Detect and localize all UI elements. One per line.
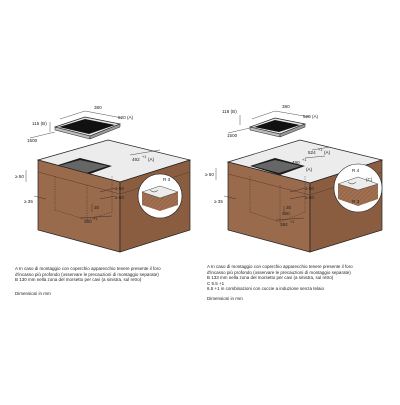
right-dim-c: (C)	[366, 177, 373, 182]
right-dim-118: 118 (B)	[222, 109, 237, 114]
left-legend: A In caso di montaggio con coperchio app…	[15, 266, 161, 283]
left-legend-line: d'incasso più profondo (osservare le pre…	[15, 271, 159, 277]
left-diagram: 380 520 (A) 115 (B) 1500	[15, 105, 192, 253]
right-dim-490: 490	[292, 160, 300, 165]
right-dim-1500: 1500	[227, 133, 238, 138]
right-dim-50-top: ≥ 50	[205, 172, 214, 177]
right-legend: A In caso di montaggio con coperchio app…	[207, 264, 353, 292]
left-dim-30: 30	[94, 205, 100, 210]
left-top-dim-lines	[29, 110, 123, 139]
right-dim-360: 360	[282, 211, 290, 216]
left-dim-60: ≥ 60	[115, 195, 124, 200]
left-dim-50: ≥ 50	[115, 186, 124, 191]
right-dim-50: ≥ 50	[305, 186, 314, 191]
right-dim-384: 384	[280, 222, 288, 227]
right-legend-line: 6.5 +1 in combinazioni con cuccie a indu…	[207, 286, 324, 292]
right-dim-520: 520 (A)	[303, 114, 319, 119]
right-legend-line: C 5.5 +1	[207, 280, 225, 286]
left-legend-line: A In caso di montaggio con coperchio app…	[15, 266, 161, 271]
svg-text:+1: +1	[93, 217, 97, 221]
right-dim-60: ≥ 60	[305, 195, 314, 200]
right-unit-note: Dimensioni in mm	[207, 296, 243, 301]
svg-text:+1: +1	[290, 220, 294, 224]
right-dim-r3: R 3	[352, 199, 360, 204]
svg-text:(A): (A)	[306, 167, 313, 172]
right-legend-line: d'incasso più profondo (osservare le pre…	[207, 269, 351, 275]
svg-text:+1: +1	[318, 148, 322, 152]
left-dim-r3: R 3	[163, 177, 171, 182]
left-dim-380: 380	[94, 105, 102, 110]
svg-text:(A): (A)	[324, 150, 331, 155]
svg-text:+1: +1	[142, 155, 146, 159]
left-dim-115: 115 (B)	[32, 121, 47, 126]
left-dim-1500: 1500	[27, 138, 38, 143]
left-unit-note: Dimensioni in mm	[15, 291, 51, 296]
right-diagram: 380 520 (A) 118 (B) 1500 524 +1	[205, 104, 384, 253]
right-dim-524: 524	[308, 150, 316, 155]
left-detail-circle: R 3	[137, 173, 183, 219]
right-detail-circle: R 4 (C) R 3	[333, 163, 383, 213]
right-legend-line: A In caso di montaggio con coperchio app…	[207, 264, 353, 269]
right-legend-line: B 133 mm nella zona del morsetto per cav…	[207, 275, 334, 281]
right-dim-380: 380	[282, 104, 290, 109]
left-dim-520: 520 (A)	[118, 115, 134, 120]
left-dim-360: 360	[84, 219, 92, 224]
right-dim-35: ≥ 35	[214, 199, 223, 204]
svg-text:(A): (A)	[148, 157, 155, 162]
left-cooktop	[53, 116, 122, 140]
right-cooktop	[248, 117, 307, 138]
svg-text:+1: +1	[302, 158, 306, 162]
left-dim-35: ≥ 35	[24, 199, 33, 204]
right-dim-30: 30	[286, 205, 292, 210]
left-legend-line: B 130 mm nella zona del morsetto per cav…	[15, 277, 142, 283]
right-dim-r4: R 4	[352, 168, 360, 173]
left-dim-492: 492	[132, 157, 140, 162]
left-dim-50-top: ≥ 50	[15, 174, 24, 179]
